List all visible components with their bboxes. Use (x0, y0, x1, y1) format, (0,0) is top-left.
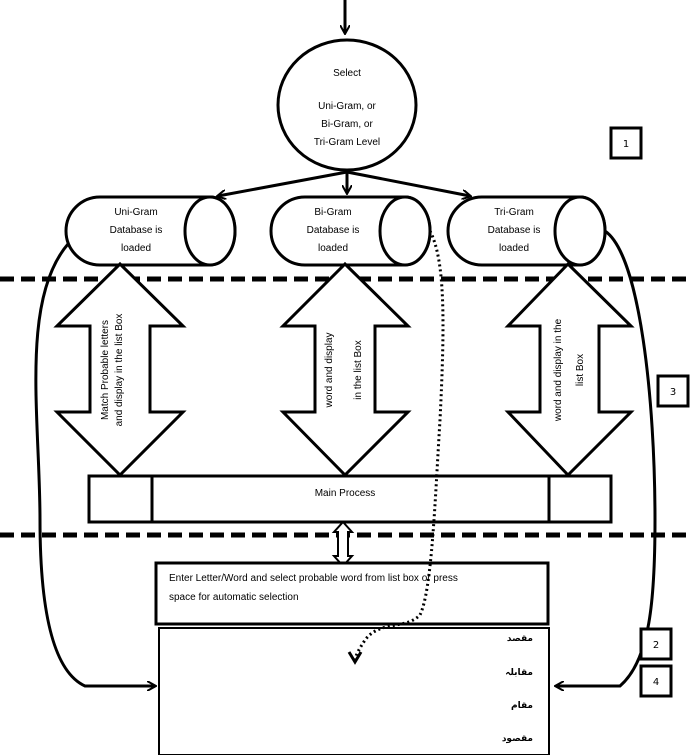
select-line-4: Tri-Gram Level (314, 137, 380, 148)
svg-text:1: 1 (623, 139, 629, 150)
select-line-3: Bi-Gram, or (321, 119, 373, 130)
main-process-label: Main Process (315, 488, 376, 499)
section-marker-3: 3 (656, 374, 690, 408)
tri-db-line-0: Tri-Gram (494, 207, 534, 218)
section-marker-2: 2 (639, 627, 673, 661)
bi-gram-database: Bi-Gram Database is loaded (269, 195, 432, 267)
uni-gram-database: Uni-Gram Database is loaded (64, 195, 237, 267)
uni-arrow-line-0: Match Probable letters (100, 320, 111, 420)
list-item[interactable]: مقصود (502, 734, 533, 744)
uni-db-line-1: Database is (110, 225, 163, 236)
section-marker-4: 4 (639, 664, 673, 698)
section-marker-1: 1 (609, 126, 643, 160)
list-item[interactable]: مقابلہ (505, 668, 533, 678)
list-item[interactable]: مقام (511, 701, 533, 711)
svg-text:4: 4 (653, 677, 659, 688)
bi-db-line-0: Bi-Gram (314, 207, 351, 218)
bi-db-line-2: loaded (318, 243, 348, 254)
select-line-0: Select (333, 68, 361, 79)
bi-db-line-1: Database is (307, 225, 360, 236)
tri-arrow-line-1: list Box (575, 354, 586, 386)
uni-double-arrow: Match Probable letters and display in th… (53, 261, 187, 478)
dotted-arrowhead (347, 651, 363, 665)
uni-db-line-2: loaded (121, 243, 151, 254)
svg-text:3: 3 (670, 387, 676, 398)
input-line-1: space for automatic selection (169, 592, 299, 603)
tri-db-line-1: Database is (488, 225, 541, 236)
bi-arrow-line-0: word and display (324, 332, 335, 408)
branch-arrows (218, 170, 470, 196)
uni-db-line-0: Uni-Gram (114, 207, 157, 218)
main-process-box: Main Process (87, 474, 613, 524)
tri-gram-database: Tri-Gram Database is loaded (446, 195, 607, 267)
svg-text:2: 2 (653, 640, 659, 651)
io-double-arrow (331, 520, 355, 568)
uni-to-list-curve (34, 243, 155, 686)
tri-double-arrow: word and display in the list Box (504, 261, 635, 478)
bi-arrow-line-1: in the list Box (353, 340, 364, 399)
select-level-node: Select Uni-Gram, or Bi-Gram, or Tri-Gram… (276, 38, 418, 172)
input-instruction-box: Enter Letter/Word and select probable wo… (154, 561, 550, 626)
input-line-0: Enter Letter/Word and select probable wo… (169, 573, 458, 584)
bi-double-arrow: word and display in the list Box (279, 261, 412, 478)
word-list-box: مقصد مقابلہ مقام مقصود (158, 627, 550, 755)
tri-db-line-2: loaded (499, 243, 529, 254)
uni-arrow-line-1: and display in the list Box (114, 314, 125, 427)
list-item[interactable]: مقصد (507, 634, 533, 644)
tri-arrow-line-0: word and display in the (553, 318, 564, 422)
select-line-2: Uni-Gram, or (318, 101, 376, 112)
